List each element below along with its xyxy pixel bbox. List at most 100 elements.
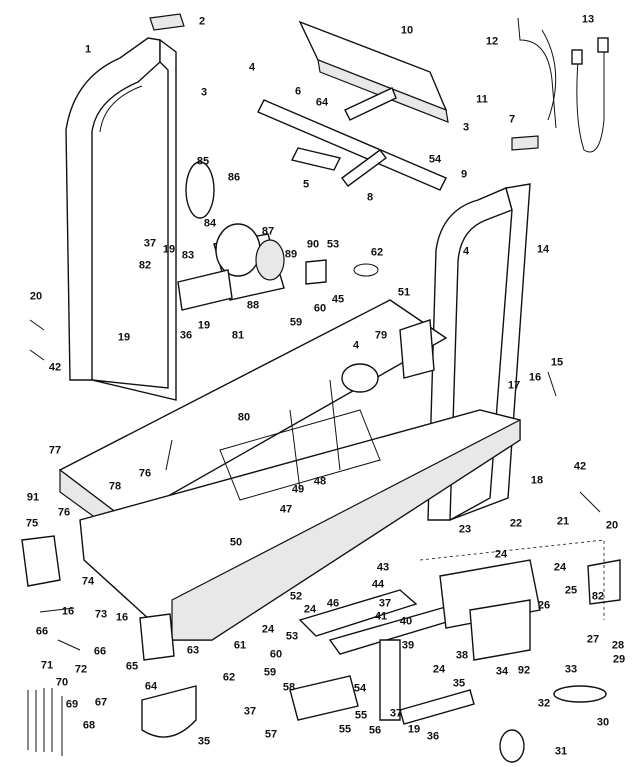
end-caps [21,535,197,738]
part-callout: 39 [401,639,415,652]
part-callout: 22 [509,517,523,530]
part-callout: 10 [400,24,414,37]
part-callout: 14 [536,243,550,256]
part-callout: 24 [432,663,446,676]
part-callout: 34 [495,665,509,678]
part-callout: 18 [530,474,544,487]
part-callout: 88 [246,299,260,312]
part-callout: 80 [237,411,251,424]
part-callout: 7 [508,113,516,126]
part-callout: 85 [196,155,210,168]
part-callout: 50 [229,536,243,549]
part-callout: 38 [455,649,469,662]
part-callout: 1 [84,43,92,56]
part-callout: 24 [553,561,567,574]
part-callout: 20 [29,290,43,303]
part-callout: 24 [261,623,275,636]
part-callout: 67 [94,696,108,709]
part-callout: 24 [494,548,508,561]
part-callout: 51 [397,286,411,299]
part-callout: 27 [586,633,600,646]
part-callout: 31 [554,745,568,758]
part-callout: 66 [35,625,49,638]
console-crossbar [257,20,539,191]
part-callout: 59 [289,316,303,329]
part-callout: 52 [289,590,303,603]
part-callout: 28 [611,639,625,652]
part-callout: 21 [556,515,570,528]
left-upright [65,13,185,401]
part-callout: 76 [57,506,71,519]
part-callout: 32 [537,697,551,710]
part-callout: 3 [200,86,208,99]
part-callout: 6 [294,85,302,98]
part-callout: 74 [81,575,95,588]
part-callout: 90 [306,238,320,251]
part-callout: 54 [428,153,442,166]
part-callout: 16 [61,605,75,618]
part-callout: 53 [285,630,299,643]
part-callout: 35 [452,677,466,690]
part-callout: 58 [282,681,296,694]
part-callout: 37 [378,597,392,610]
part-callout: 29 [612,653,626,666]
lower-frame [289,539,621,763]
part-callout: 73 [94,608,108,621]
part-callout: 26 [537,599,551,612]
part-callout: 12 [485,35,499,48]
part-callout: 43 [376,561,390,574]
part-callout: 41 [374,610,388,623]
motor-assembly [177,161,379,311]
part-callout: 64 [315,96,329,109]
part-callout: 82 [591,590,605,603]
part-callout: 47 [279,503,293,516]
part-callout: 19 [407,723,421,736]
part-callout: 62 [222,671,236,684]
part-callout: 44 [371,578,385,591]
part-callout: 79 [374,329,388,342]
part-callout: 59 [263,666,277,679]
part-callout: 63 [186,644,200,657]
part-callout: 82 [138,259,152,272]
part-callout: 17 [507,379,521,392]
part-callout: 37 [243,705,257,718]
part-callout: 24 [303,603,317,616]
part-callout: 87 [261,225,275,238]
hardware [27,319,601,756]
part-callout: 81 [231,329,245,342]
part-callout: 4 [462,245,470,258]
part-callout: 77 [48,444,62,457]
part-callout: 9 [460,168,468,181]
part-callout: 72 [74,663,88,676]
part-callout: 16 [528,371,542,384]
part-callout: 65 [125,660,139,673]
part-callout: 60 [313,302,327,315]
part-callout: 48 [313,475,327,488]
part-callout: 11 [476,93,488,106]
part-callout: 45 [331,293,345,306]
part-callout: 37 [389,707,403,720]
part-callout: 4 [352,339,360,352]
part-callout: 53 [326,238,340,251]
part-callout: 55 [354,709,368,722]
part-callout: 78 [108,480,122,493]
part-callout: 71 [40,659,54,672]
part-callout: 89 [284,248,298,261]
part-callout: 35 [197,735,211,748]
part-callout: 5 [302,178,310,191]
part-callout: 54 [353,682,367,695]
part-callout: 40 [399,615,413,628]
part-callout: 19 [117,331,131,344]
part-callout: 20 [605,519,619,532]
part-callout: 91 [26,491,40,504]
part-callout: 69 [65,698,79,711]
part-callout: 66 [93,645,107,658]
part-callout: 13 [581,13,595,26]
part-callout: 42 [48,361,62,374]
part-callout: 62 [370,246,384,259]
part-callout: 92 [517,664,531,677]
part-callout: 23 [458,523,472,536]
part-callout: 75 [25,517,39,530]
